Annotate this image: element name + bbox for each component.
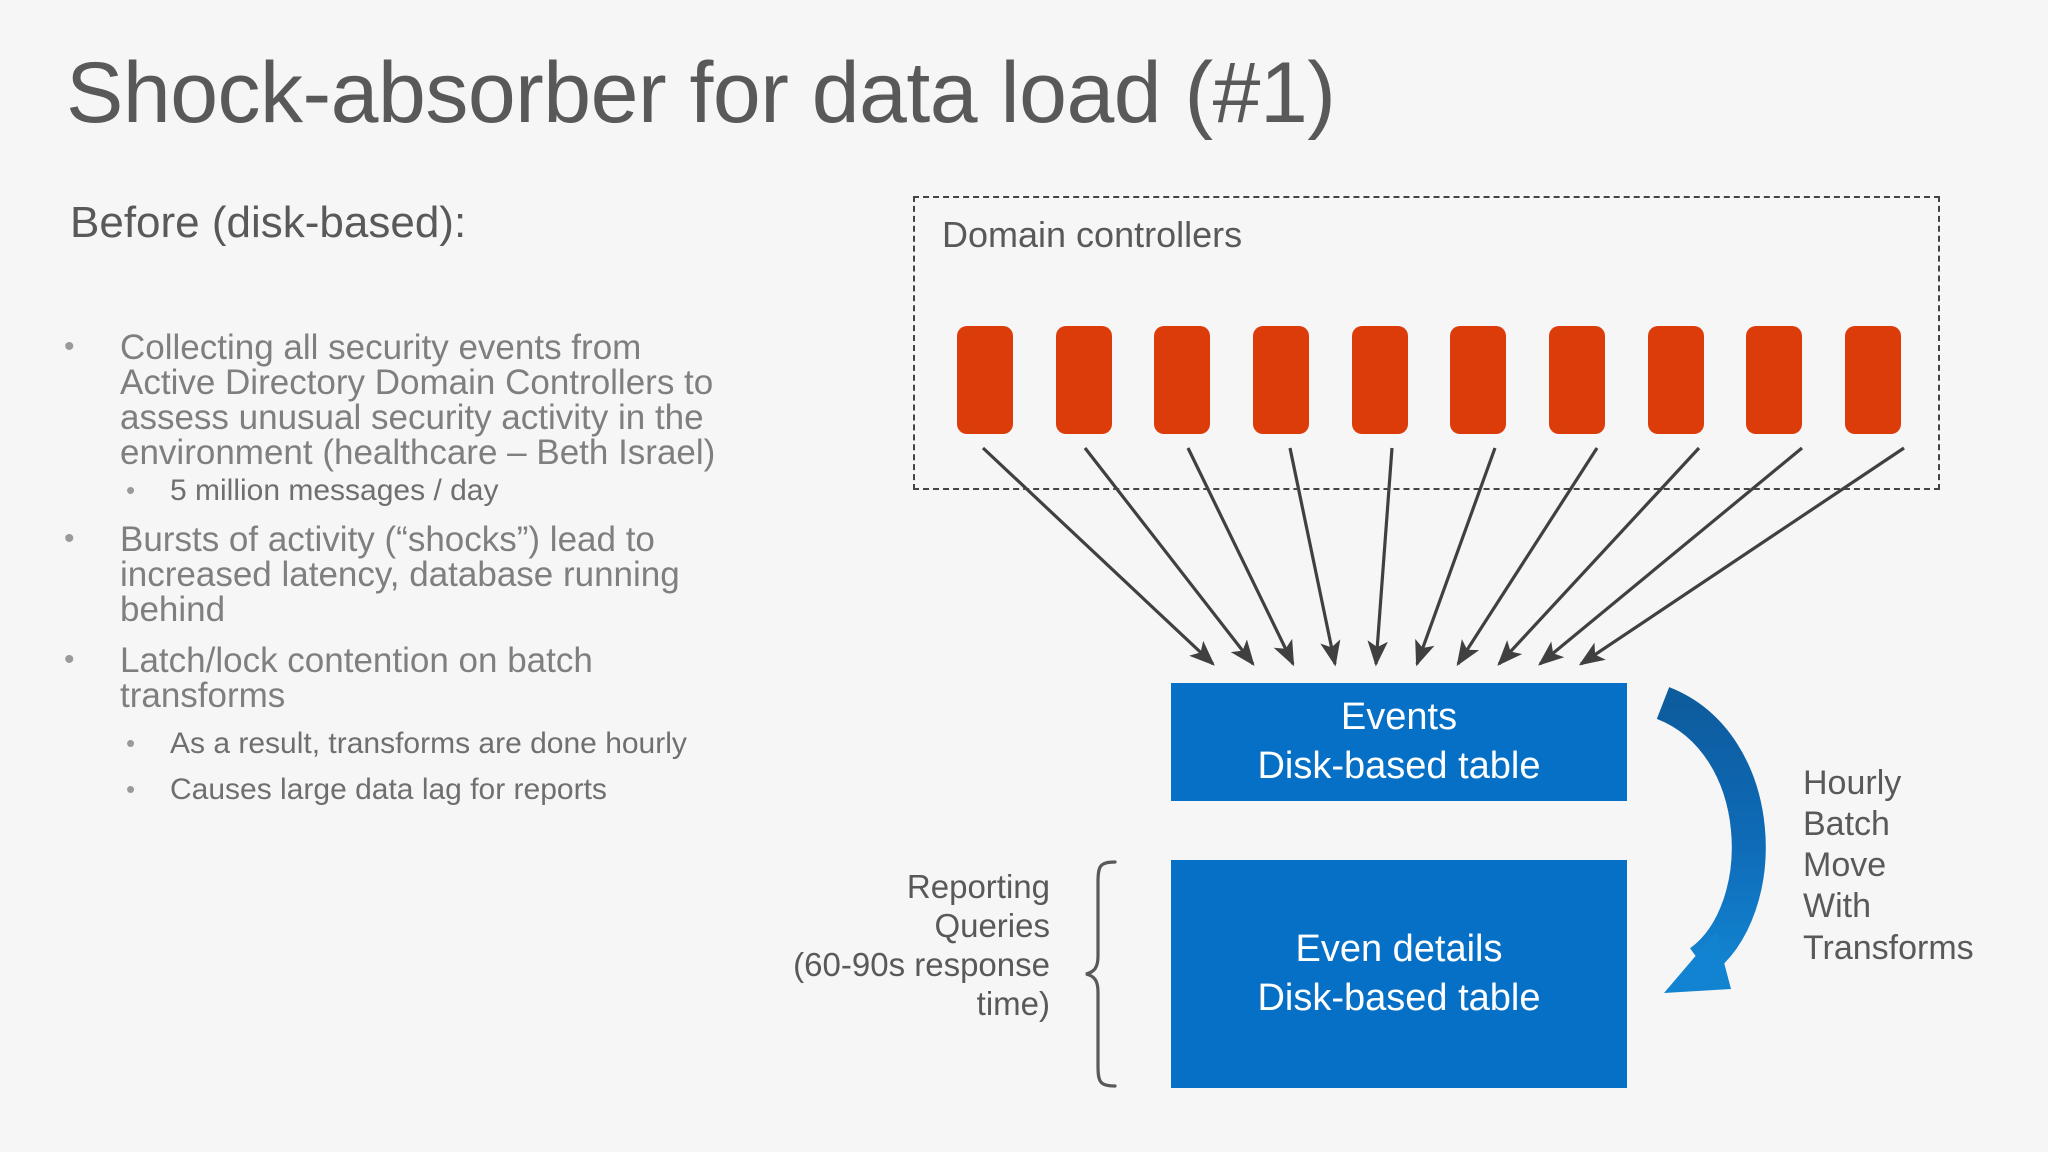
domain-controller-node	[1450, 326, 1507, 434]
domain-controller-node	[1252, 326, 1309, 434]
domain-controllers-group: Domain controllers	[913, 196, 1940, 490]
bullet-item: • Causes large data lag for reports	[120, 773, 738, 806]
bullet-marker-icon: •	[64, 330, 75, 363]
bullet-text: Causes large data lag for reports	[170, 773, 607, 806]
reporting-caption-line: Reporting	[906, 868, 1050, 905]
domain-controller-node	[957, 326, 1013, 434]
cycle-caption-line: Hourly	[1803, 764, 1902, 802]
bullet-marker-icon: •	[64, 522, 75, 555]
bullet-marker-icon: •	[126, 728, 136, 758]
bullet-text: Latch/lock contention on batch transform…	[120, 641, 593, 715]
reporting-caption-line: (60-90s response	[793, 945, 1050, 983]
bullet-marker-icon: •	[126, 475, 136, 505]
bullet-item: • As a result, transforms are done hourl…	[120, 727, 738, 760]
domain-controller-node	[1844, 326, 1901, 434]
bullet-text: Collecting all security events from Acti…	[120, 328, 716, 472]
bullet-text: Bursts of activity (“shocks”) lead to in…	[120, 520, 680, 629]
domain-controller-node	[1055, 326, 1112, 434]
bullet-text: As a result, transforms are done hourly	[170, 727, 687, 760]
cycle-caption-line: Transforms	[1803, 928, 1974, 967]
events-box-subtitle: Disk-based table	[1257, 745, 1541, 787]
details-box-subtitle: Disk-based table	[1257, 977, 1541, 1019]
bullet-marker-icon: •	[64, 643, 75, 676]
events-table-box: Events Disk-based table	[1171, 683, 1627, 801]
bullet-item: • Latch/lock contention on batch transfo…	[58, 643, 738, 713]
reporting-brace-icon	[1085, 860, 1117, 1088]
bullet-marker-icon: •	[126, 774, 136, 804]
cycle-caption-line: Batch	[1803, 805, 1890, 844]
domain-controller-node	[1351, 326, 1408, 434]
page-title: Shock-absorber for data load (#1)	[66, 45, 1336, 141]
section-subheading: Before (disk-based):	[70, 198, 467, 247]
domain-controller-node	[1548, 326, 1605, 434]
events-box-title: Events	[1340, 696, 1458, 739]
domain-controller-node	[1647, 326, 1704, 434]
domain-controllers-label: Domain controllers	[942, 214, 1243, 255]
details-box-title: Even details	[1295, 928, 1503, 971]
bullet-list: • Collecting all security events from Ac…	[58, 330, 738, 811]
bullet-item: • Collecting all security events from Ac…	[58, 330, 738, 470]
event-details-table-box: Even details Disk-based table	[1171, 860, 1627, 1088]
domain-controller-node	[1154, 326, 1211, 434]
bullet-item: • 5 million messages / day	[120, 474, 738, 507]
reporting-queries-caption: Reporting Queries (60-90s response time)	[760, 868, 1050, 1024]
bullet-item: • Bursts of activity (“shocks”) lead to …	[58, 522, 738, 627]
cycle-caption-line: Move	[1803, 846, 1887, 885]
domain-controller-node-row	[957, 326, 1901, 434]
bullet-text: 5 million messages / day	[170, 474, 499, 507]
cycle-arrow-icon	[1656, 687, 1766, 993]
cycle-arrow-caption: Hourly Batch Move With Transforms	[1803, 763, 2033, 969]
cycle-caption-line: With	[1803, 887, 1871, 926]
reporting-caption-line: time)	[976, 984, 1050, 1022]
reporting-caption-line: Queries	[934, 906, 1050, 944]
domain-controller-node	[1746, 326, 1803, 434]
